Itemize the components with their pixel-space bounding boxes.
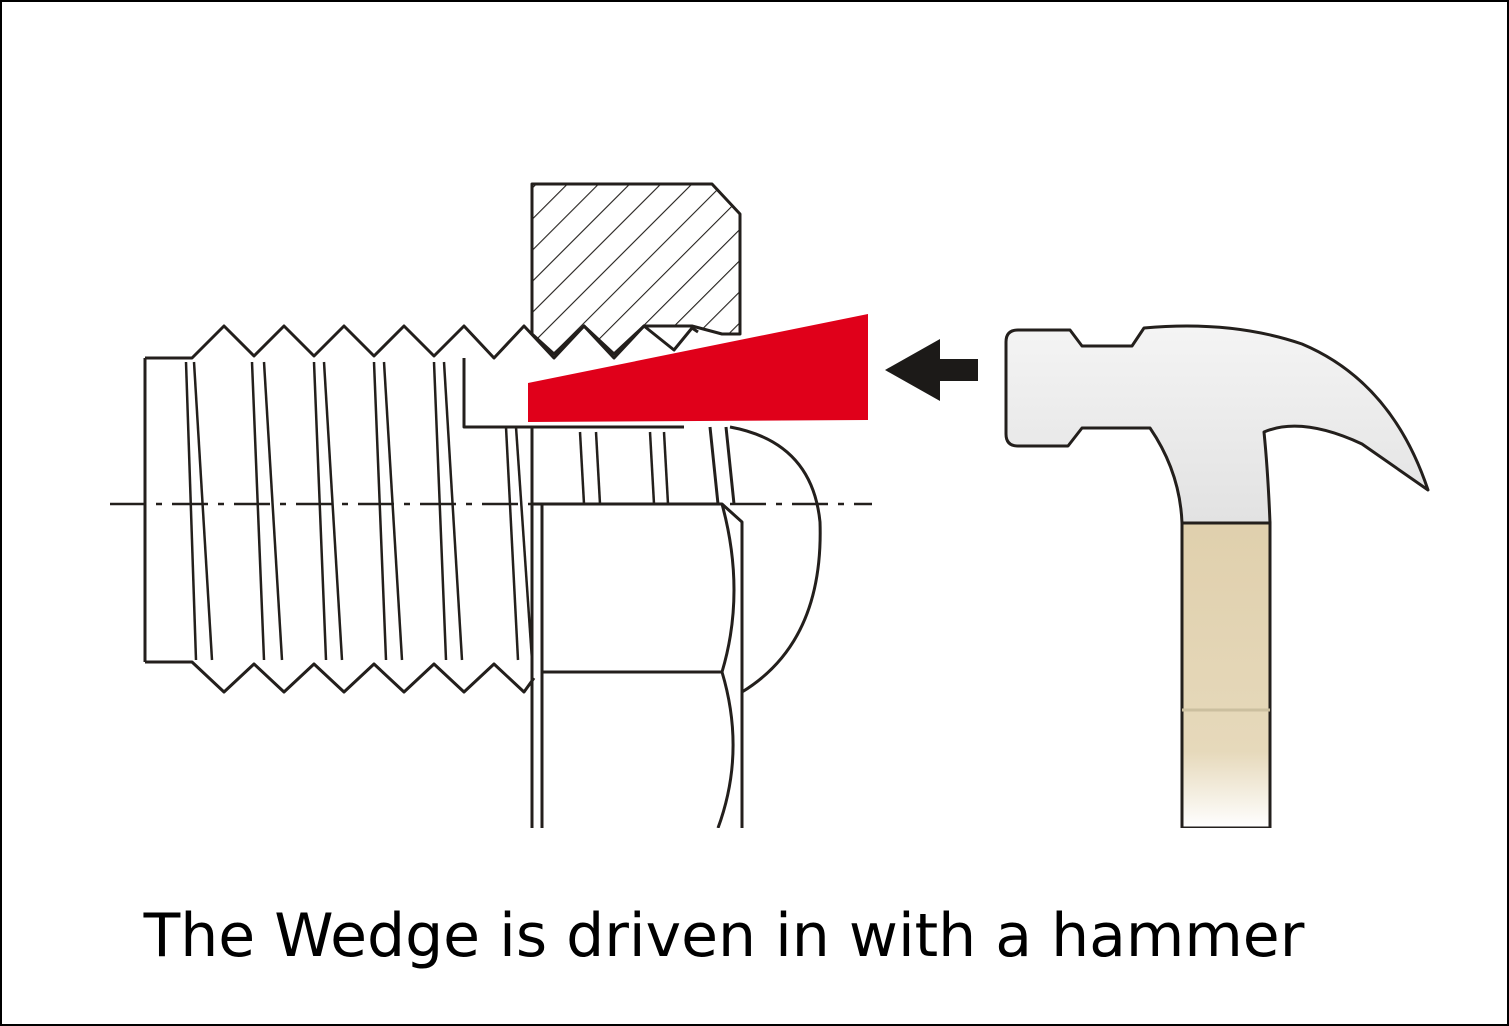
hex-nut xyxy=(522,182,822,858)
handle-bottom-fade xyxy=(1172,828,1282,882)
nut-bottom-crop xyxy=(522,828,762,858)
caption-text: The Wedge is driven in with a hammer xyxy=(143,901,1305,971)
nut-hatched-section xyxy=(530,182,742,356)
thread-lines xyxy=(184,361,670,661)
wedge xyxy=(528,314,868,422)
threaded-bolt xyxy=(110,324,872,694)
hammer-handle xyxy=(1180,521,1272,830)
bolt-lower-thread-profile xyxy=(145,660,536,694)
hammer-head xyxy=(1004,324,1430,525)
left-arrow-icon xyxy=(885,339,978,401)
hammer-icon xyxy=(1004,324,1430,882)
wedge-slot xyxy=(462,358,684,429)
nut-body-outline xyxy=(530,427,744,828)
nut-chamfer-curve xyxy=(716,503,736,829)
nut-rounded-face xyxy=(729,425,822,694)
